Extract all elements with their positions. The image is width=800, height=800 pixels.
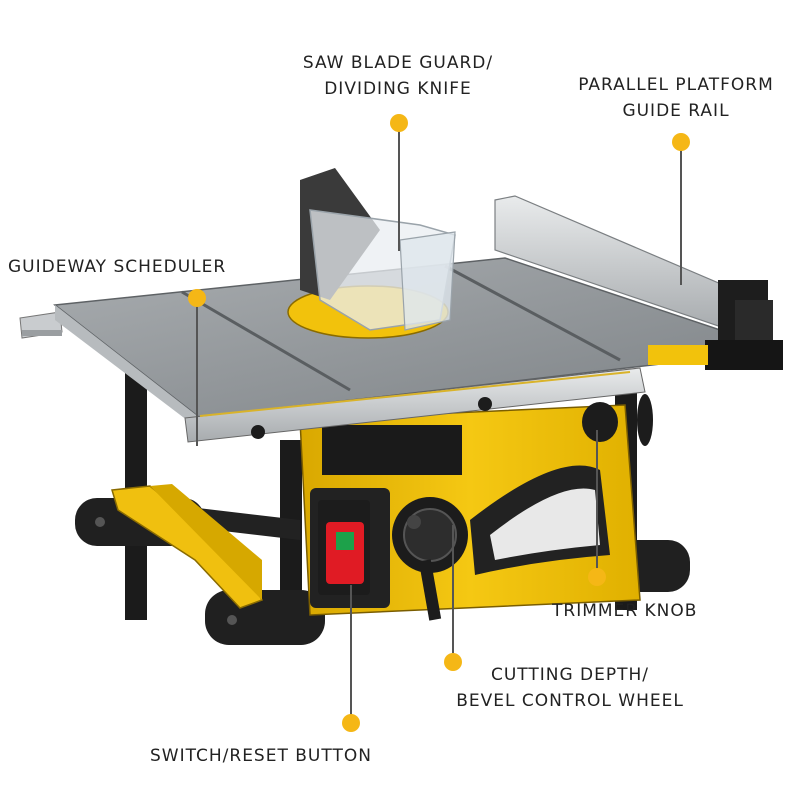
depth-leader-line: [452, 525, 454, 653]
switch-reset-label: SWITCH/RESET BUTTON: [150, 746, 372, 766]
power-switch-illustration: [318, 500, 370, 595]
guide-rail-label-line2: GUIDE RAIL: [622, 101, 730, 121]
rail-leader-line: [680, 150, 682, 285]
depth-callout-dot: [444, 653, 462, 671]
guideway-scheduler-label: GUIDEWAY SCHEDULER: [8, 257, 227, 277]
guide-rail-label: PARALLEL PLATFORM GUIDE RAIL: [556, 72, 796, 124]
saw-blade-guard-label: SAW BLADE GUARD/ DIVIDING KNIFE: [278, 50, 518, 102]
guard-callout-dot: [390, 114, 408, 132]
trimmer-leader-line: [596, 430, 598, 572]
cutting-depth-label-line1: CUTTING DEPTH/: [490, 665, 650, 685]
cutting-depth-label: CUTTING DEPTH/ BEVEL CONTROL WHEEL: [440, 662, 700, 714]
front-fence-rail: [184, 367, 646, 443]
saw-blade-guard-label-line2: DIVIDING KNIFE: [324, 79, 472, 99]
guard-leader-line: [398, 131, 400, 251]
rail-callout-dot: [672, 133, 690, 151]
blade-guard-illustration: [300, 168, 456, 331]
left-extension-rods: [19, 311, 63, 339]
switch-callout-dot: [342, 714, 360, 732]
guideway-leader-line: [196, 306, 198, 446]
trimmer-knob-label: TRIMMER KNOB: [552, 601, 698, 621]
rip-fence-illustration: [494, 195, 783, 370]
trimmer-callout-dot: [588, 568, 606, 586]
switch-leader-line: [350, 585, 352, 715]
saw-blade-guard-label-line1: SAW BLADE GUARD/: [302, 53, 494, 73]
yellow-handle: [111, 484, 264, 609]
trimmer-knob-illustration: [582, 394, 653, 446]
depth-wheel-illustration: [392, 497, 468, 621]
guideway-callout-dot: [188, 289, 206, 307]
guide-rail-label-line1: PARALLEL PLATFORM: [578, 75, 774, 95]
cutting-depth-label-line2: BEVEL CONTROL WHEEL: [456, 691, 684, 711]
